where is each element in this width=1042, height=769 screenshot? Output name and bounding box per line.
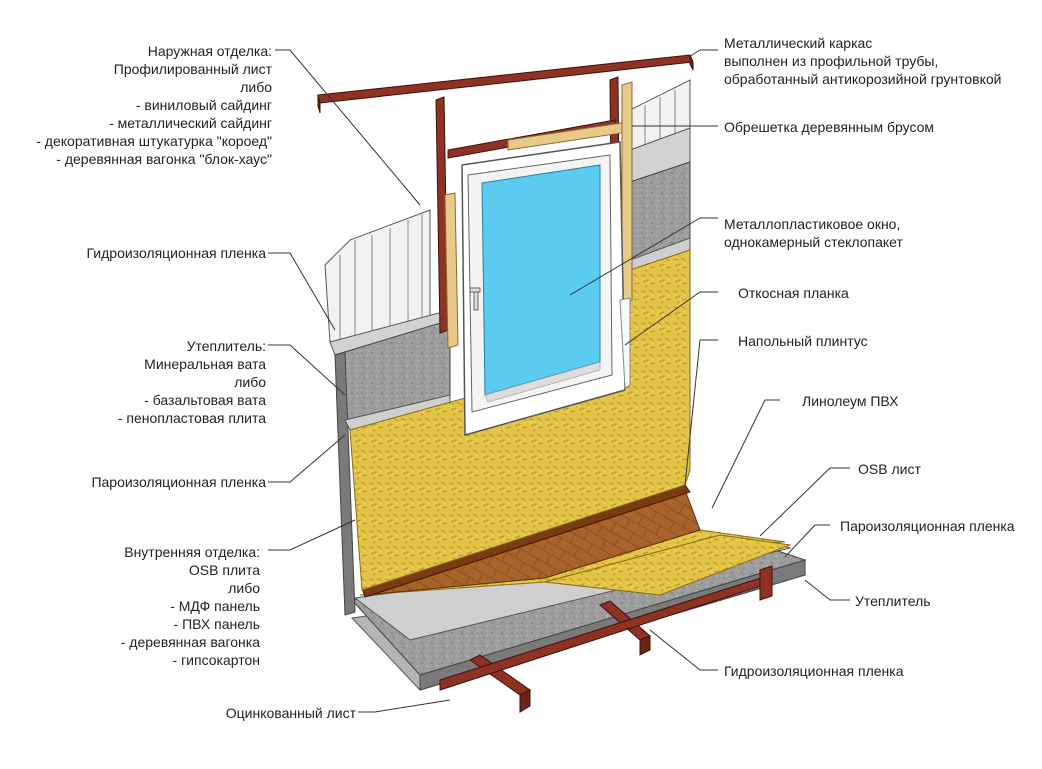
label-line: Линолеум ПВХ: [802, 393, 899, 409]
label-floor-vapor: Пароизоляционная пленка: [840, 517, 1015, 535]
steel-top-beam: [317, 54, 694, 104]
label-line: OSB лист: [858, 461, 921, 477]
label-line: Металлопластиковое окно,: [724, 216, 901, 232]
label-line: - виниловый сайдинг: [135, 97, 272, 113]
label-line: - деревянная вагонка "блок-хаус": [56, 151, 272, 167]
label-line: - декоративная штукатурка "короед": [36, 133, 272, 149]
label-line: Металлический каркас: [724, 35, 873, 51]
label-window: Металлопластиковое окно, однокамерный сте…: [724, 215, 903, 251]
label-battens: Обрешетка деревянным брусом: [724, 118, 934, 136]
label-linoleum: Линолеум ПВХ: [802, 392, 899, 410]
window-slope-strip: [619, 297, 631, 389]
wood-batten-right: [621, 81, 633, 304]
label-line: - ПВХ панель: [173, 616, 260, 632]
label-line: Утеплитель:: [186, 338, 266, 354]
label-osb-floor: OSB лист: [858, 460, 921, 478]
label-line: либо: [228, 580, 260, 596]
label-line: Гидроизоляционная пленка: [86, 245, 267, 261]
label-line: Пароизоляционная пленка: [840, 518, 1015, 534]
label-wall-vapor: Пароизоляционная пленка: [91, 473, 266, 491]
label-line: выполнен из профильной трубы,: [724, 53, 939, 69]
wood-batten-left: [444, 192, 459, 349]
label-line: Минеральная вата: [144, 356, 266, 372]
label-floor-waterproof: Гидроизоляционная пленка: [724, 662, 904, 680]
outer-siding: [324, 209, 431, 343]
wall-assembly: [317, 54, 694, 616]
label-inner-finish: Внутренняя отделка: OSB плита либо - МДФ па…: [121, 543, 260, 669]
window-glass: [481, 164, 601, 396]
leader-lines: [268, 49, 850, 713]
label-line: Откосная планка: [738, 285, 849, 301]
label-line: Утеплитель: [855, 593, 931, 609]
label-line: Обрешетка деревянным брусом: [724, 119, 935, 135]
label-outer-finish: Наружная отделка: Профилированный лист либ…: [36, 42, 272, 168]
label-line: либо: [234, 374, 266, 390]
label-line: Напольный плинтус: [738, 333, 868, 349]
label-wall-insulation: Утеплитель: Минеральная вата либо - базальт…: [118, 337, 266, 427]
label-line: Оцинкованный лист: [225, 705, 356, 721]
label-line: - базальтовая вата: [144, 392, 266, 408]
label-line: Внутренняя отделка:: [124, 544, 260, 560]
label-skirting: Напольный плинтус: [738, 332, 868, 350]
label-line: однокамерный стеклопакет: [724, 234, 903, 250]
label-floor-insulation: Утеплитель: [855, 592, 931, 610]
label-line: либо: [240, 79, 272, 95]
label-line: - пенопластовая плита: [117, 410, 266, 426]
label-line: Профилированный лист: [113, 61, 272, 77]
label-slope-strip: Откосная планка: [738, 284, 849, 302]
label-line: обработанный антикорозийной грунтовкой: [724, 71, 1002, 87]
label-galvanized: Оцинкованный лист: [226, 704, 356, 722]
label-line: OSB плита: [188, 562, 260, 578]
label-line: Гидроизоляционная пленка: [724, 663, 904, 679]
label-metal-frame: Металлический каркас выполнен из профильн…: [724, 34, 1002, 88]
label-line: - металлический сайдинг: [109, 115, 272, 131]
floor-assembly: [350, 484, 807, 713]
label-line: - гипсокартон: [172, 652, 260, 668]
label-line: - МДФ панель: [170, 598, 260, 614]
label-wall-waterproof: Гидроизоляционная пленка: [87, 244, 267, 262]
wall-insulation-edge: [334, 351, 356, 616]
label-line: Наружная отделка:: [147, 43, 272, 59]
label-line: - деревянная вагонка: [120, 634, 260, 650]
label-line: Пароизоляционная пленка: [91, 474, 266, 490]
